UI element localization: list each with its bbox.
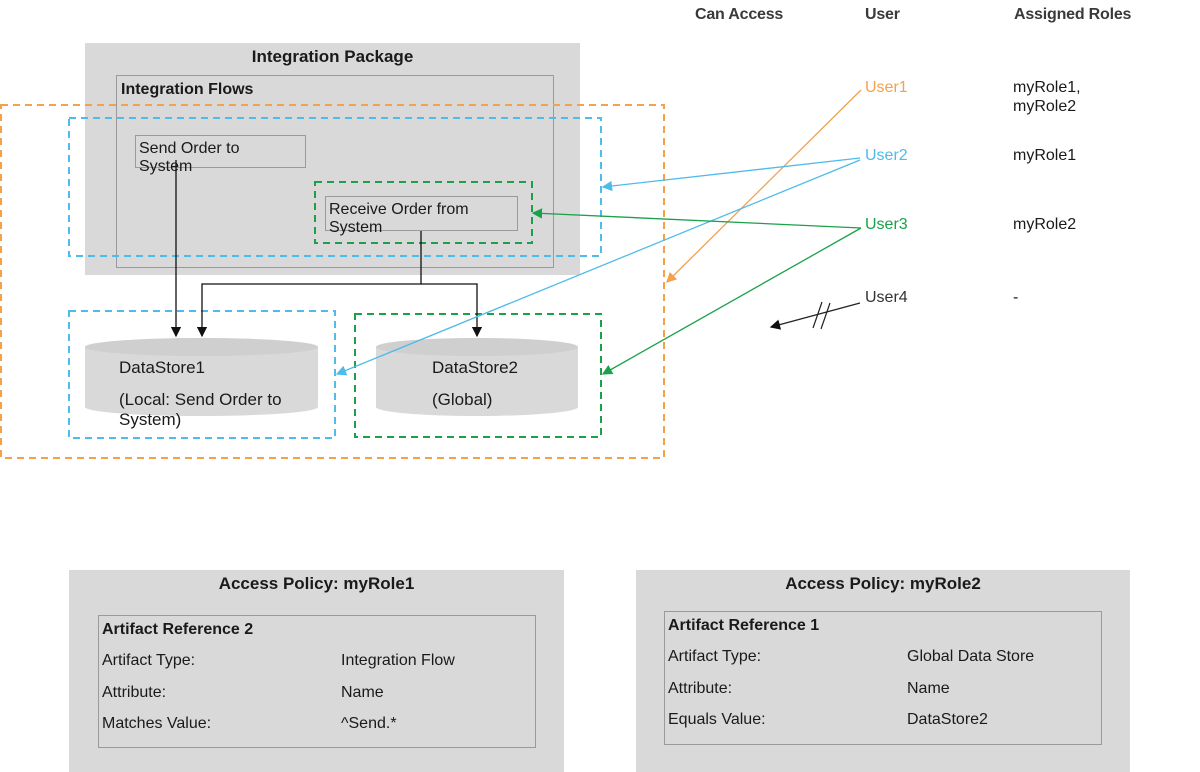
integration-package-title: Integration Package [251, 47, 414, 66]
flow-send-order-label: Send Order to System [139, 140, 240, 175]
policy1-row1-value: Integration Flow [341, 652, 455, 669]
can-access-header: Can Access [695, 6, 784, 23]
policy1-artifact-reference: Artifact Reference 2 Artifact Type: Inte… [98, 615, 536, 748]
user1-roles: myRole1, myRole2 [1013, 79, 1081, 115]
user-header: User [865, 6, 900, 23]
assigned-roles-header: Assigned Roles [1014, 6, 1132, 23]
policy1-title: Access Policy: myRole1 [218, 574, 415, 593]
policy2-row1-label: Artifact Type: [668, 648, 762, 665]
datastore1-name: DataStore1 [119, 358, 205, 377]
user3-flow-arrow [531, 208, 862, 229]
user1-access-arrow [666, 89, 862, 283]
user4-blocked-arrow [769, 302, 861, 330]
flow-receive-order-label: Receive Order from System [329, 201, 469, 236]
user3-flow-group [314, 181, 533, 244]
datastore2-desc: (Global) [432, 390, 493, 409]
flow2-connector [196, 231, 422, 338]
access-policy-myrole1: Access Policy: myRole1 [69, 570, 564, 772]
user3-datastore-arrow [601, 227, 862, 375]
integration-flows-box: Integration Flows [116, 75, 554, 268]
user3-label: User3 [865, 216, 908, 233]
user4-block-mark-1 [812, 301, 823, 329]
policy1-ref-title: Artifact Reference 2 [102, 621, 254, 638]
policy2-row1-value: Global Data Store [907, 648, 1035, 665]
access-policy-myrole2: Access Policy: myRole2 [636, 570, 1130, 772]
user2-flow-group [68, 117, 602, 257]
policy2-row3-value: DataStore2 [907, 711, 988, 728]
user2-flow-arrow [601, 157, 861, 192]
flow-send-order: Send Order to System [135, 135, 306, 175]
datastore2-name: DataStore2 [432, 358, 518, 377]
user1-access-group [0, 104, 665, 459]
user4-roles: - [1013, 289, 1019, 306]
policy2-title: Access Policy: myRole2 [785, 574, 981, 593]
policy1-row2-label: Attribute: [102, 684, 167, 701]
user4-label: User4 [865, 289, 908, 306]
policy2-ref-title: Artifact Reference 1 [668, 617, 820, 634]
user2-label: User2 [865, 147, 908, 164]
datastore1-desc: (Local: Send Order to System) [119, 390, 282, 429]
flow2-to-ds2-arrow [421, 283, 483, 338]
user1-label: User1 [865, 79, 908, 96]
policy1-row2-value: Name [341, 684, 384, 701]
integration-package: Integration Package [85, 43, 580, 275]
policy2-row3-label: Equals Value: [668, 711, 766, 728]
policy2-row2-value: Name [907, 680, 950, 697]
policy2-artifact-reference: Artifact Reference 1 Artifact Type: Glob… [664, 611, 1102, 745]
policy1-row3-label: Matches Value: [102, 715, 212, 732]
user3-roles: myRole2 [1013, 216, 1077, 233]
user3-datastore-group [354, 313, 602, 438]
integration-flows-title: Integration Flows [121, 81, 254, 98]
flow-receive-order: Receive Order from System [325, 196, 518, 236]
user4-block-mark-2 [820, 302, 831, 330]
user2-datastore-arrow [335, 159, 861, 376]
policy1-row3-value: ^Send.* [341, 715, 397, 732]
datastore1-cylinder [85, 338, 318, 416]
policy2-row2-label: Attribute: [668, 680, 733, 697]
user2-roles: myRole1 [1013, 147, 1077, 164]
datastore2-cylinder [376, 338, 578, 416]
policy1-row1-label: Artifact Type: [102, 652, 196, 669]
